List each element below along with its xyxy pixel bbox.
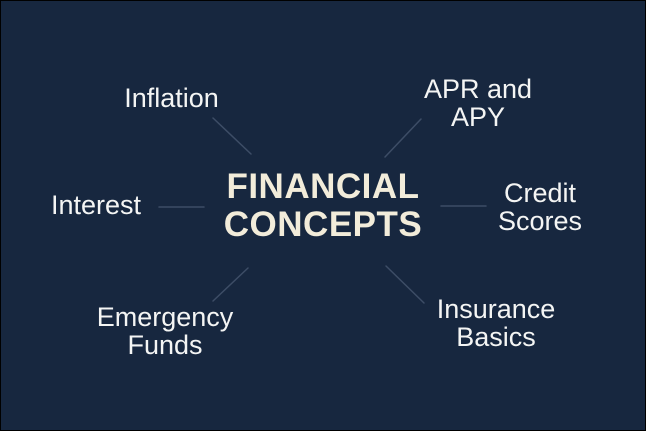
central-title: FINANCIAL CONCEPTS: [223, 167, 423, 244]
connector-inflation: [212, 117, 252, 155]
connector-apr-apy: [384, 118, 422, 158]
node-credit-scores: Credit Scores: [497, 178, 583, 236]
node-apr-apy: APR and APY: [423, 74, 533, 132]
node-emergency-funds: Emergency Funds: [96, 302, 234, 360]
node-insurance-basics: Insurance Basics: [436, 294, 556, 352]
connector-insurance-basics: [385, 265, 425, 304]
connector-emergency-funds: [212, 267, 249, 302]
node-interest: Interest: [50, 190, 142, 220]
node-inflation: Inflation: [124, 83, 219, 113]
